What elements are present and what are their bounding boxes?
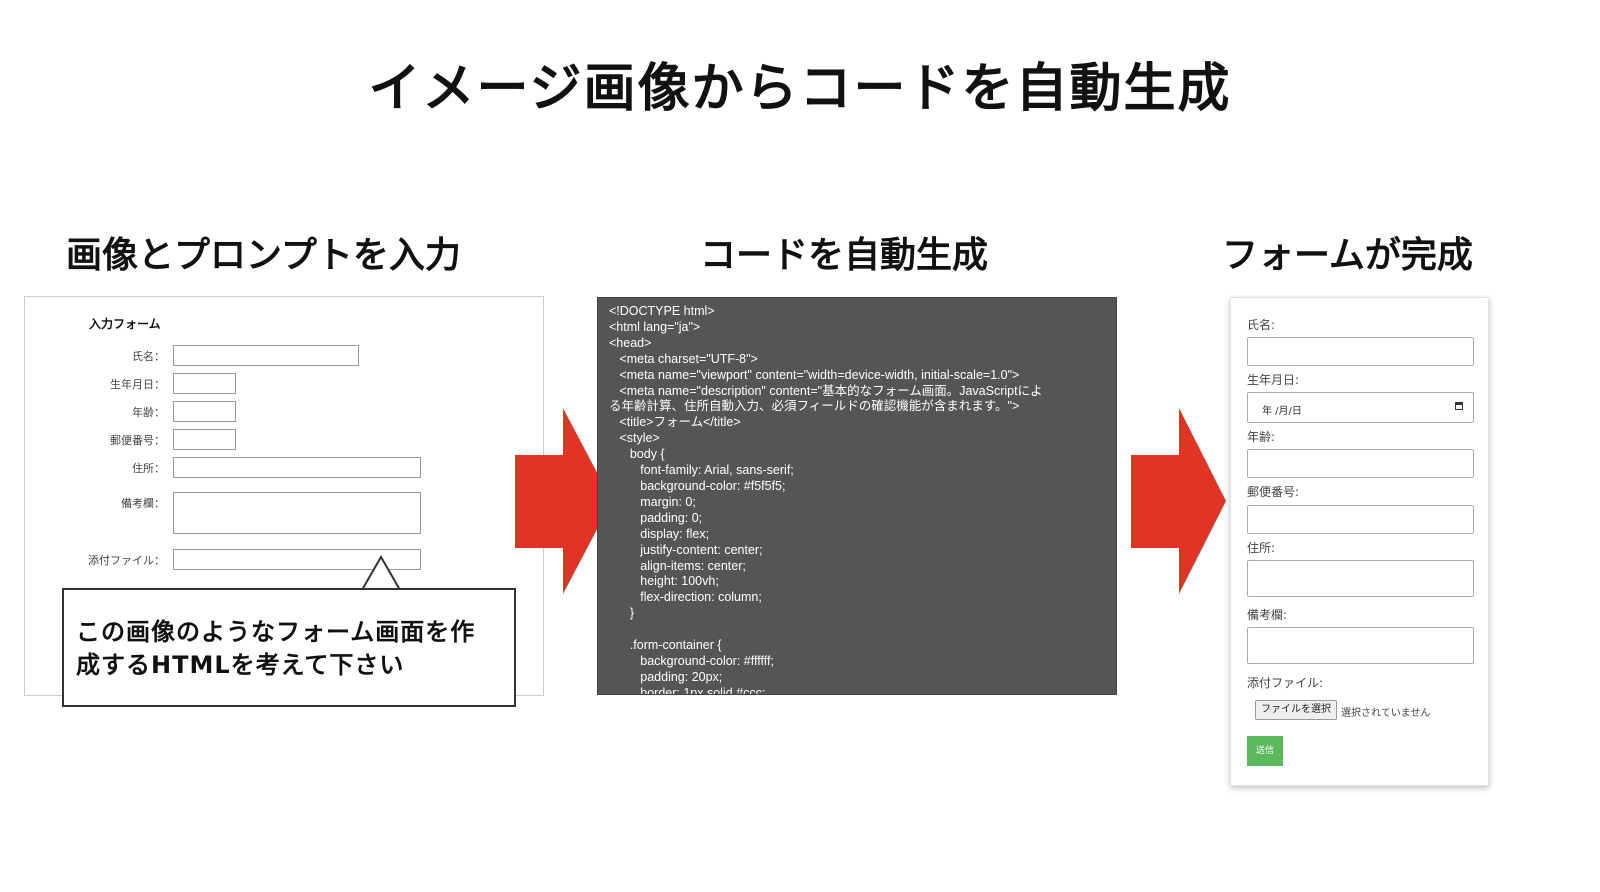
mock-form-heading: 入力フォーム (89, 317, 161, 331)
file-status: 選択されていません (1341, 708, 1431, 719)
code-line: body { (609, 447, 665, 462)
mock-input (173, 457, 421, 478)
mock-label: 住所： (132, 462, 165, 475)
mock-label: 生年月日： (110, 378, 165, 391)
zip-input[interactable] (1247, 505, 1474, 534)
callout-tail (362, 555, 402, 591)
code-line: flex-direction: column; (609, 590, 762, 605)
name-input[interactable] (1247, 337, 1474, 366)
code-line: align-items: center; (609, 558, 746, 573)
mock-label: 年齢： (132, 406, 165, 419)
mock-input (173, 401, 236, 422)
result-form: 氏名: 生年月日: 年 /月/日 年齢: 郵便番号: 住所: 備考欄: 添付ファ… (1230, 297, 1489, 786)
code-line: <title>フォーム</title> (609, 415, 741, 430)
code-line: <html lang="ja"> (609, 319, 701, 334)
age-input[interactable] (1247, 449, 1474, 478)
step-generate-heading: コードを自動生成 (700, 235, 989, 276)
mock-input (173, 429, 236, 450)
code-line: border: 1px solid #ccc; (609, 685, 766, 695)
code-line: margin: 0; (609, 494, 696, 509)
code-line: <meta name="description" content="基本的なフォ… (609, 383, 1043, 398)
code-line: } (609, 606, 635, 621)
code-line: <!DOCTYPE html> (609, 304, 715, 318)
code-line (609, 622, 1116, 638)
result-label: 生年月日: (1247, 373, 1300, 387)
address-textarea[interactable] (1247, 560, 1474, 597)
calendar-icon[interactable] (1455, 402, 1463, 410)
code-line: .form-container { (609, 638, 722, 653)
mock-input (173, 345, 359, 366)
submit-button[interactable]: 送信 (1247, 736, 1283, 766)
mock-input (173, 549, 421, 570)
code-line: <meta charset="UTF-8"> (609, 351, 758, 366)
code-line: padding: 20px; (609, 669, 723, 684)
mock-input (173, 373, 236, 394)
code-line: <head> (609, 335, 652, 350)
mock-label: 備考欄： (121, 497, 165, 510)
prompt-line: 成するHTMLを考えて下さい (76, 651, 405, 679)
generated-code-panel: <!DOCTYPE html><html lang="ja"><head> <m… (597, 297, 1117, 695)
mock-textarea (173, 492, 421, 534)
result-label: 備考欄: (1247, 608, 1288, 622)
code-line: display: flex; (609, 526, 710, 541)
mock-label: 郵便番号： (110, 434, 165, 447)
result-label: 郵便番号: (1247, 485, 1300, 499)
code-line: font-family: Arial, sans-serif; (609, 463, 794, 478)
step-done-heading: フォームが完成 (1222, 235, 1473, 276)
code-line: background-color: #f5f5f5; (609, 478, 786, 493)
code-line: height: 100vh; (609, 574, 719, 589)
arrow-right-icon (1131, 408, 1226, 594)
code-line: <style> (609, 431, 660, 446)
notes-textarea[interactable] (1247, 627, 1474, 664)
result-label: 氏名: (1247, 318, 1276, 332)
result-label: 添付ファイル: (1247, 676, 1324, 690)
result-label: 住所: (1247, 541, 1276, 555)
prompt-callout: この画像のようなフォーム画面を作 成するHTMLを考えて下さい (62, 588, 516, 707)
code-line: background-color: #ffffff; (609, 653, 774, 668)
mock-label: 添付ファイル： (88, 554, 165, 567)
slide-title: イメージ画像からコードを自動生成 (368, 59, 1232, 119)
choose-file-button[interactable]: ファイルを選択 (1255, 700, 1337, 720)
code-line: padding: 0; (609, 510, 703, 525)
code-line: る年齢計算、住所自動入力、必須フィールドの確認機能が含まれます。"> (609, 399, 1020, 414)
mock-label: 氏名： (132, 350, 165, 363)
arrow-right-icon (515, 408, 612, 594)
birthdate-input[interactable]: 年 /月/日 (1247, 392, 1474, 423)
result-label: 年齢: (1247, 430, 1276, 444)
prompt-line: この画像のようなフォーム画面を作 (76, 618, 476, 646)
date-placeholder: 年 /月/日 (1262, 406, 1302, 417)
code-line: justify-content: center; (609, 542, 763, 557)
code-line: <meta name="viewport" content="width=dev… (609, 367, 1020, 382)
step-input-heading: 画像とプロンプトを入力 (66, 235, 461, 276)
